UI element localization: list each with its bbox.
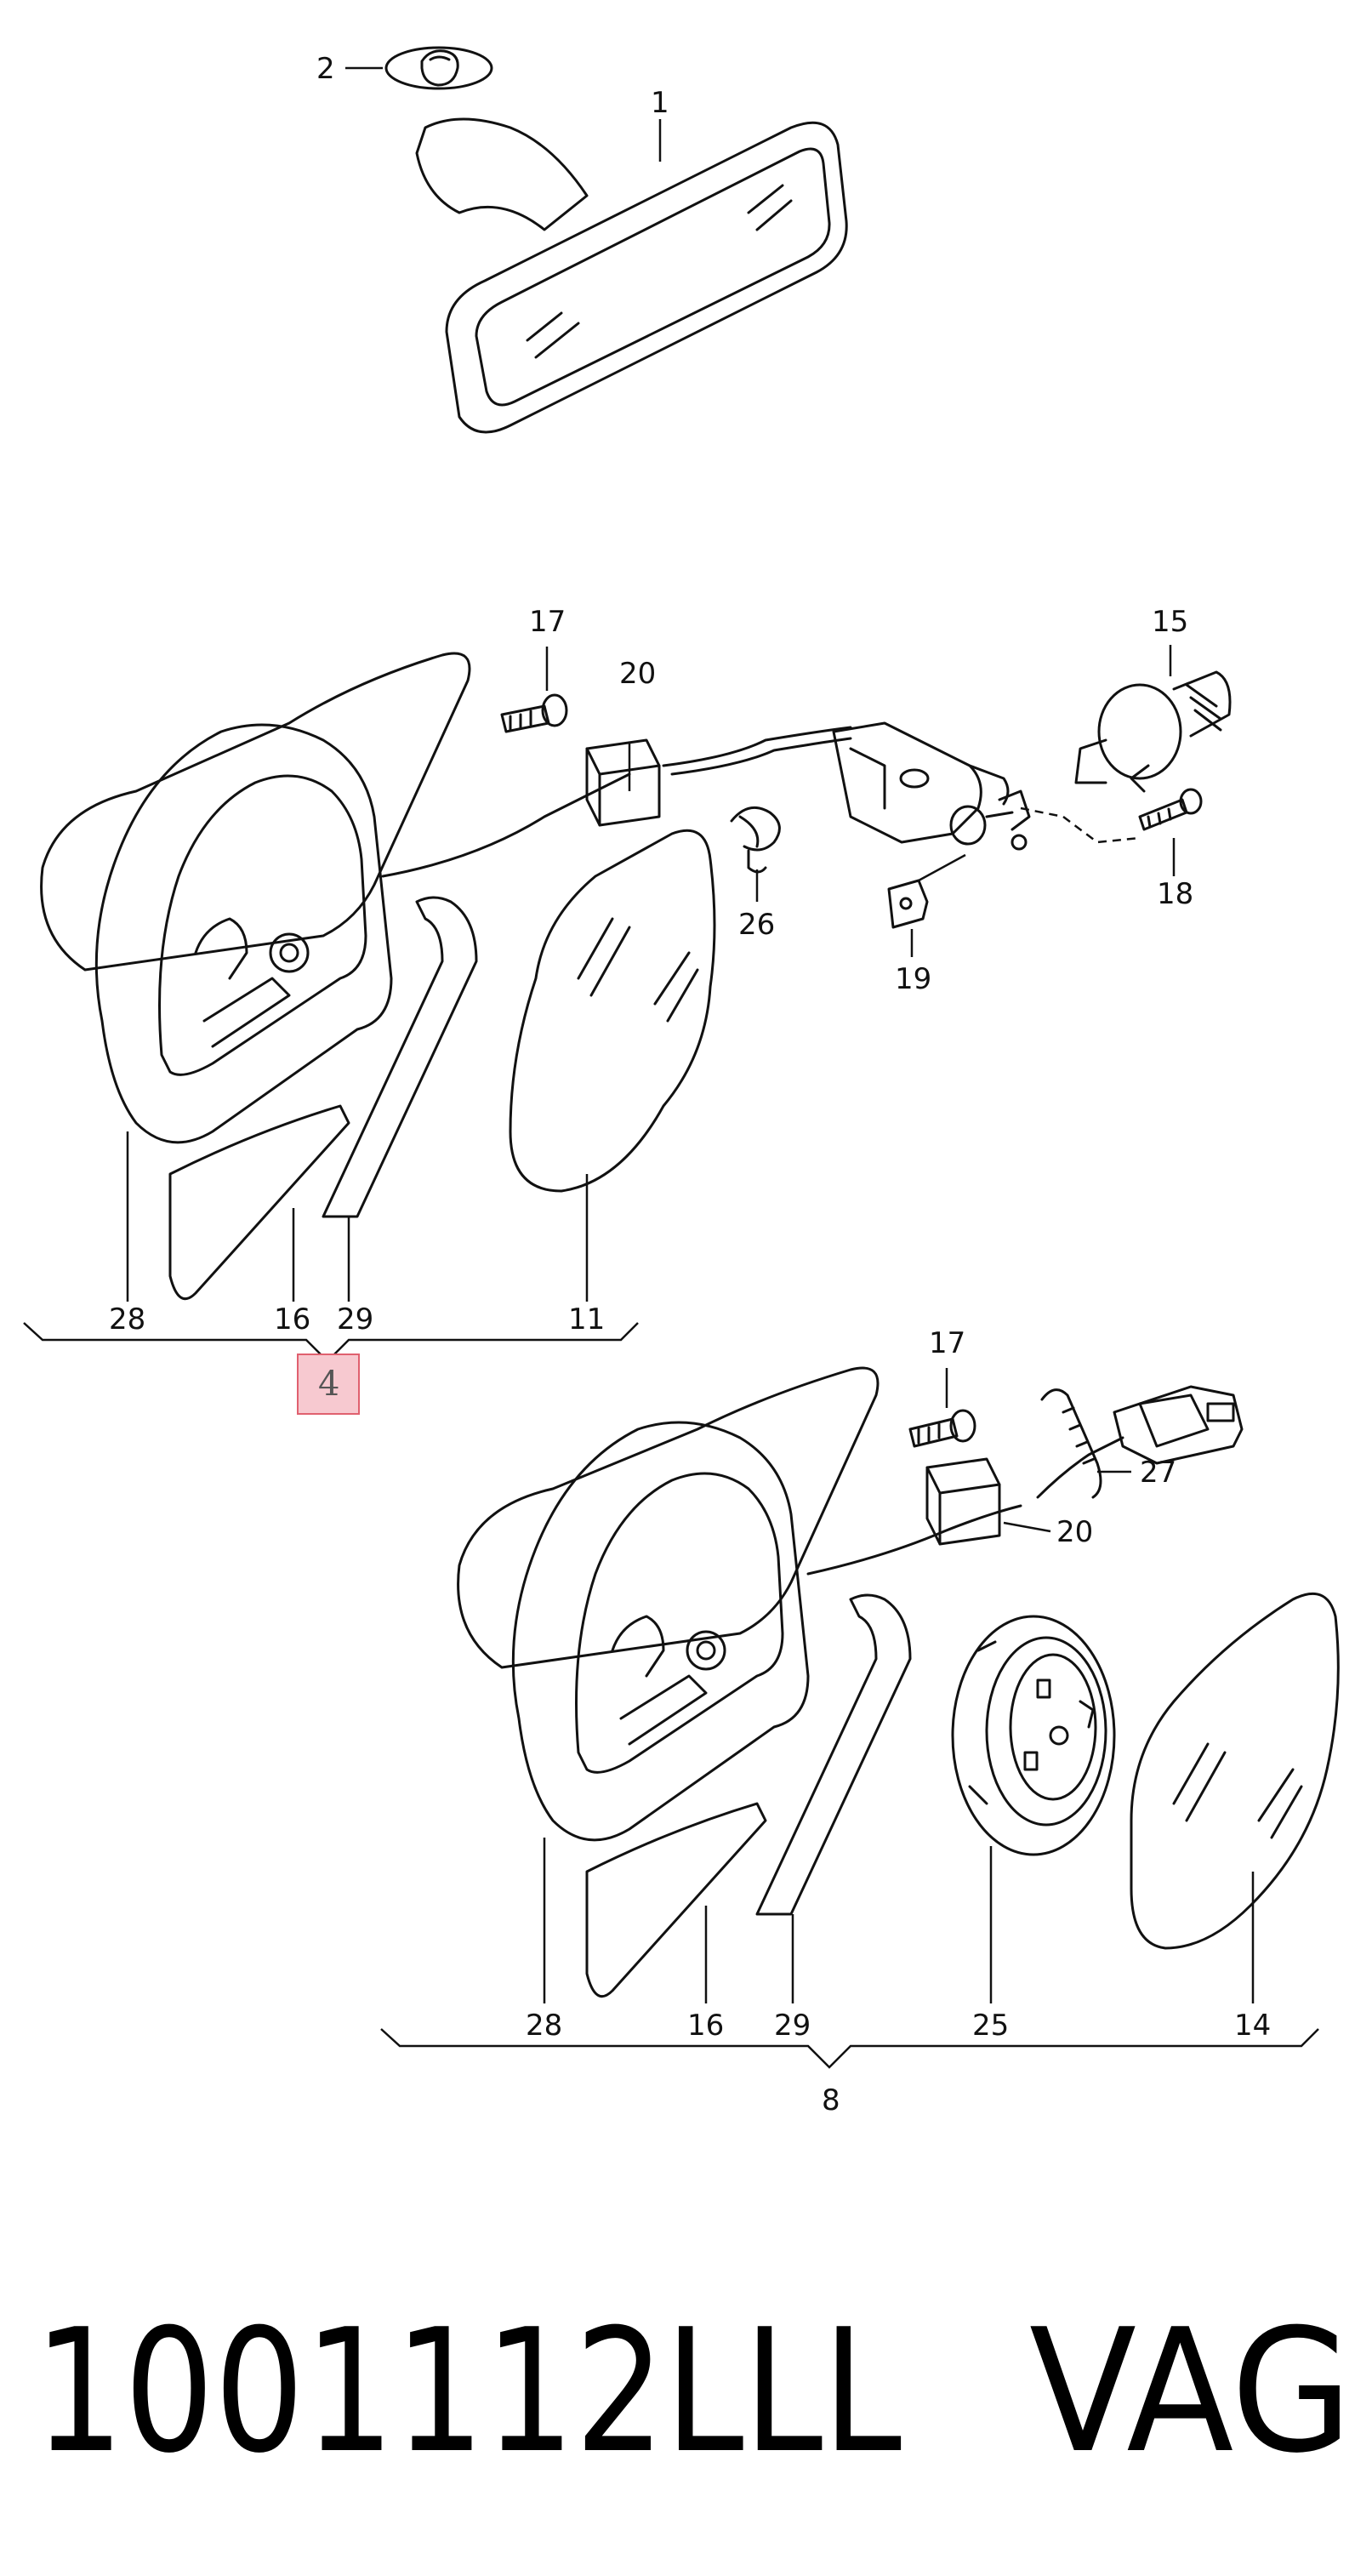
callout-4: 4 xyxy=(318,1365,339,1404)
callout-28b: 28 xyxy=(526,2009,562,2043)
connector-19-drawing xyxy=(887,879,929,929)
callout-15: 15 xyxy=(1152,605,1188,639)
part-number: 1001112LLL xyxy=(34,2293,902,2491)
connector-housing-drawing xyxy=(832,721,1031,851)
callout-25: 25 xyxy=(972,2009,1009,2043)
callout-14: 14 xyxy=(1234,2009,1271,2043)
motor-mount-15-drawing xyxy=(1074,670,1232,793)
foam-block-20b-drawing xyxy=(925,1457,1001,1546)
callout-27: 27 xyxy=(1140,1456,1176,1490)
callout-2: 2 xyxy=(316,52,335,86)
foam-block-20a-drawing xyxy=(585,738,661,827)
screw-17a-drawing xyxy=(500,693,568,733)
cable-tie-27-drawing xyxy=(1036,1385,1244,1499)
callout-17b: 17 xyxy=(929,1326,965,1360)
callout-26: 26 xyxy=(738,908,775,942)
callout-16a: 16 xyxy=(274,1302,310,1336)
callout-16b: 16 xyxy=(687,2009,724,2043)
callout-28a: 28 xyxy=(109,1302,145,1336)
callout-20b: 20 xyxy=(1056,1515,1093,1549)
callout-1: 1 xyxy=(651,86,669,120)
exterior-mirror-8-housing-drawing xyxy=(457,1366,1340,1998)
assembly-4-highlight xyxy=(297,1354,360,1415)
exterior-mirror-4-housing-drawing xyxy=(40,652,852,1301)
callout-29b: 29 xyxy=(774,2009,811,2043)
callout-18: 18 xyxy=(1157,877,1193,911)
screw-17b-drawing xyxy=(908,1409,976,1448)
spring-clip-26-drawing xyxy=(730,806,781,874)
callout-29a: 29 xyxy=(337,1302,373,1336)
callout-20a: 20 xyxy=(619,657,656,691)
callout-8: 8 xyxy=(822,2083,840,2117)
interior-mirror-drawing xyxy=(415,117,848,434)
callout-11: 11 xyxy=(568,1302,605,1336)
callout-17a: 17 xyxy=(529,605,566,639)
brand-name: VAG xyxy=(1029,2293,1352,2491)
mounting-clip-drawing xyxy=(384,46,493,90)
callout-19: 19 xyxy=(895,962,931,996)
screw-18-drawing xyxy=(1138,788,1203,831)
